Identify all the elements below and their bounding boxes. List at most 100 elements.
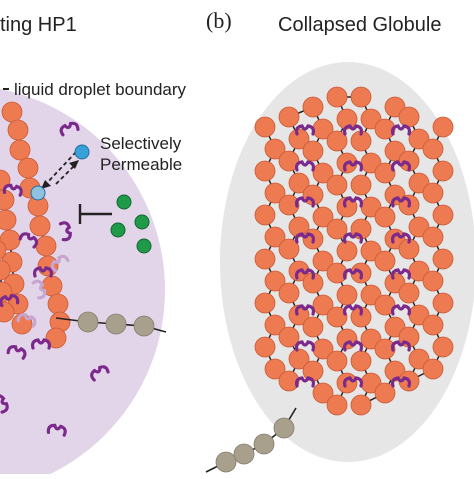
globule-nucleosome-bead [312,206,334,228]
globule-nucleosome-bead [278,238,300,260]
globule-nucleosome-bead [254,160,276,182]
nucleosome-bead [7,119,29,141]
globule-nucleosome-bead [254,204,276,226]
globule-nucleosome-bead [326,350,348,372]
hp1-protein-shape [294,340,316,352]
hp1-protein-shape [342,268,364,280]
globule-nucleosome-bead [350,350,372,372]
hp1-protein-shape [342,196,364,208]
globule-nucleosome-bead [264,226,286,248]
nucleosome-bead [37,255,59,277]
hp1-protein-shape [390,376,412,388]
globule-nucleosome-bead [350,174,372,196]
globule-nucleosome-bead [264,358,286,380]
globule-nucleosome-bead [374,382,396,404]
globule-nucleosome-bead [326,218,348,240]
globule-nucleosome-bead [336,284,358,306]
hp1-protein-shape [32,266,54,278]
globule-nucleosome-bead [264,138,286,160]
hp1-protein [2,183,23,197]
permeability-arrowhead-in [41,180,51,189]
globule-hp1-bridge [294,232,316,244]
globule-unmodified-bead [273,417,295,439]
nucleosome-bead [35,235,57,257]
globule-hp1-bridge [294,340,316,352]
globule-nucleosome-bead [432,116,454,138]
globule-nucleosome-bead [326,306,348,328]
globule-hp1-bridge [390,268,412,280]
globule-nucleosome-bead [264,314,286,336]
hp1-protein [30,338,52,350]
globule-nucleosome-bead [374,118,396,140]
globule-nucleosome-bead [278,282,300,304]
hp1-protein-shape [0,294,20,308]
globule-nucleosome-bead [422,314,444,336]
globule-nucleosome-bead [312,294,334,316]
hp1-protein-shape [46,423,67,437]
globule-nucleosome-bead [264,270,286,292]
hp1-protein-shape [342,304,364,316]
globule-hp1-bridge [342,268,364,280]
hp1-protein [32,266,54,278]
selectively-permeable-label-line1: Selectively [100,134,182,153]
hp1-protein-shape [90,365,110,382]
globule-nucleosome-bead [374,162,396,184]
hp1-protein [0,394,9,414]
hp1-protein [6,345,27,360]
globule-nucleosome-bead [302,96,324,118]
globule-nucleosome-bead [374,338,396,360]
droplet-boundary-legend-label: liquid droplet boundary [14,80,187,99]
globule-nucleosome-bead [374,294,396,316]
hp1-protein [58,221,72,242]
globule-nucleosome-bead [278,194,300,216]
left-panel-title: ting HP1 [0,14,77,36]
hp1-protein-shape [390,196,412,208]
hp1-protein-shape [342,160,364,172]
hp1-protein-shape [2,183,23,197]
hp1-protein-shape [6,345,27,360]
globule-nucleosome-bead [422,182,444,204]
globule-nucleosome-bead [302,316,324,338]
globule-nucleosome-bead [326,394,348,416]
nucleosome-bead [17,157,39,179]
globule-hp1-bridge [294,124,316,136]
hp1-protein-shape [390,160,412,172]
globule-nucleosome-bead [432,248,454,270]
unmodified-nucleosome-bead [77,311,99,333]
globule-nucleosome-bead [278,150,300,172]
hp1-protein-shape [342,376,364,388]
globule-nucleosome-bead [374,250,396,272]
globule-unmodified-bead [253,433,275,455]
globule-nucleosome-bead [288,216,310,238]
globule-nucleosome-bead [374,206,396,228]
hp1-protein-shape [390,340,412,352]
globule-hp1-bridge [294,268,316,280]
globule-hp1-bridge [342,376,364,388]
hp1-protein-shape [294,304,316,316]
panel-label-b: (b) [206,8,232,33]
hp1-protein-shape [342,232,364,244]
globule-hp1-bridge [390,232,412,244]
hp1-protein-faded [50,254,70,273]
globule-nucleosome-bead [326,86,348,108]
hp1-protein-shape [294,268,316,280]
globule-nucleosome-bead [302,360,324,382]
hp1-protein [46,423,67,437]
hp1-protein-shape [59,121,80,137]
hp1-protein-shape [294,232,316,244]
hp1-protein-shape [31,279,47,300]
nucleosome-bead [0,301,15,323]
nucleosome-bead [1,101,23,123]
globule-nucleosome-bead [422,270,444,292]
nucleosome-bead [29,215,51,237]
globule-hp1-bridge [390,340,412,352]
nucleosome-bead [0,209,17,231]
globule-nucleosome-bead [326,262,348,284]
globule-hp1-bridge [390,196,412,208]
hp1-protein-faded [16,313,37,328]
globule-nucleosome-bead [302,140,324,162]
globule-nucleosome-bead [422,138,444,160]
globule-nucleosome-bead [336,372,358,394]
